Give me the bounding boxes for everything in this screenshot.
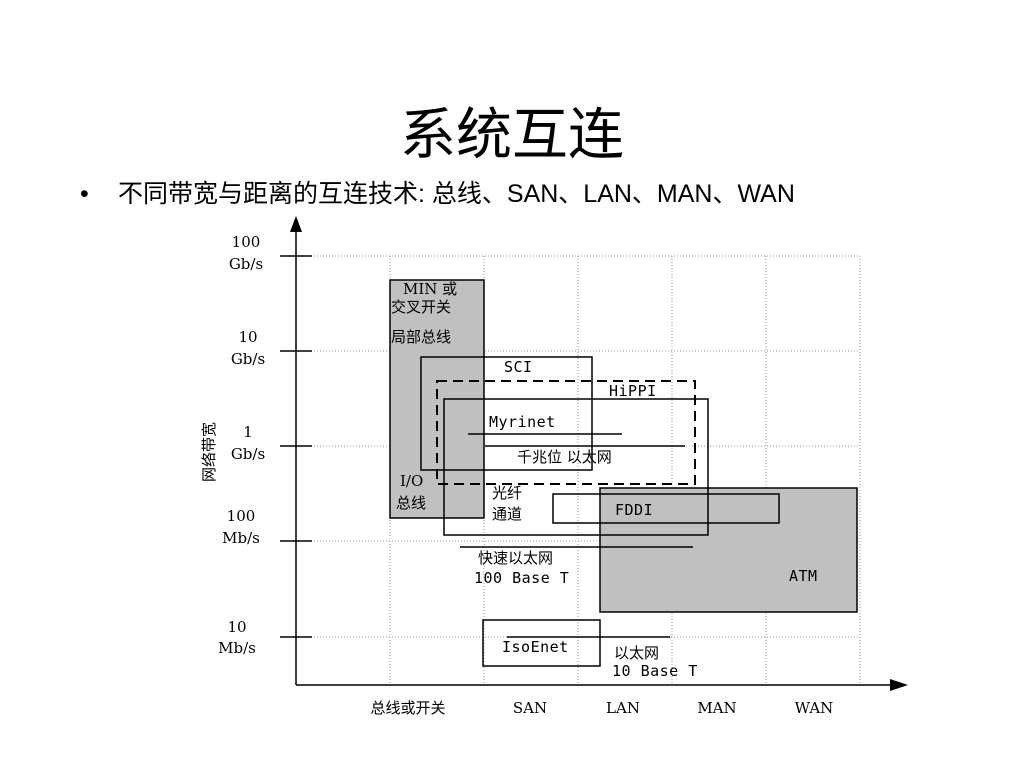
bullet-item: • 不同带宽与距离的互连技术: 总线、SAN、LAN、MAN、WAN — [80, 176, 795, 212]
label-fast-ethernet-line1: 快速以太网 — [478, 549, 553, 567]
label-fibre-line2: 通道 — [492, 505, 522, 523]
label-atm: ATM — [789, 567, 818, 585]
label-fibre-line1: 光纤 — [492, 484, 522, 502]
label-isoenet: IsoEnet — [502, 638, 569, 656]
label-ethernet-line1: 以太网 — [614, 644, 659, 662]
y-tick-1gbps-value: 1 — [243, 423, 253, 441]
label-hippi: HiPPI — [609, 382, 657, 400]
label-io-line1: I/O — [400, 472, 423, 490]
y-tick-10gbps-value: 10 — [238, 328, 257, 346]
label-min-line3: 局部总线 — [391, 328, 451, 346]
region-isoenet — [482, 619, 601, 667]
axes — [280, 216, 908, 691]
x-category-san: SAN — [513, 699, 547, 717]
region-sci — [420, 356, 593, 471]
y-tick-100gbps-unit: Gb/s — [229, 255, 263, 273]
label-ethernet-line2: 10 Base T — [612, 662, 698, 680]
x-category-lan: LAN — [606, 699, 640, 717]
label-fddi: FDDI — [615, 501, 653, 519]
y-tick-100mbps-value: 100 — [227, 507, 256, 525]
page-title: 系统互连 — [400, 103, 624, 168]
grid — [296, 255, 861, 685]
label-fast-ethernet-line2: 100 Base T — [474, 569, 569, 587]
y-tick-10mbps-unit: Mb/s — [218, 639, 256, 657]
y-tick-1gbps-unit: Gb/s — [231, 445, 265, 463]
y-tick-100mbps-unit: Mb/s — [222, 529, 260, 547]
y-axis-title: 网络带宽 — [200, 422, 218, 482]
region-hippi — [436, 380, 696, 485]
x-category-labels: 总线或开关 SAN LAN MAN WAN — [370, 699, 833, 717]
x-category-man: MAN — [697, 699, 736, 717]
label-sci: SCI — [504, 358, 533, 376]
label-min-line2: 交叉开关 — [391, 298, 451, 316]
x-category-bus: 总线或开关 — [370, 699, 445, 717]
region-atm — [599, 487, 858, 613]
y-tick-10gbps-unit: Gb/s — [231, 350, 265, 368]
y-tick-100gbps-value: 100 — [232, 233, 261, 251]
region-fddi — [552, 493, 780, 524]
region-outlines — [420, 356, 780, 667]
bullet-marker: • — [80, 180, 89, 208]
label-io-line2: 总线 — [396, 494, 426, 512]
y-tick-labels: 100 Gb/s 10 Gb/s 1 Gb/s 100 Mb/s 10 Mb/s — [218, 233, 265, 657]
x-category-wan: WAN — [795, 699, 834, 717]
label-myrinet: Myrinet — [489, 413, 556, 431]
region-myrinet — [443, 398, 709, 536]
label-min-line1: MIN 或 — [403, 280, 457, 298]
label-gigabit-ethernet: 千兆位 以太网 — [517, 448, 612, 466]
y-tick-10mbps-value: 10 — [227, 618, 246, 636]
bullet-text: 不同带宽与距离的互连技术: 总线、SAN、LAN、MAN、WAN — [118, 180, 795, 208]
region-labels: MIN 或 交叉开关 局部总线 I/O 总线 SCI HiPPI Myrinet… — [391, 280, 818, 680]
